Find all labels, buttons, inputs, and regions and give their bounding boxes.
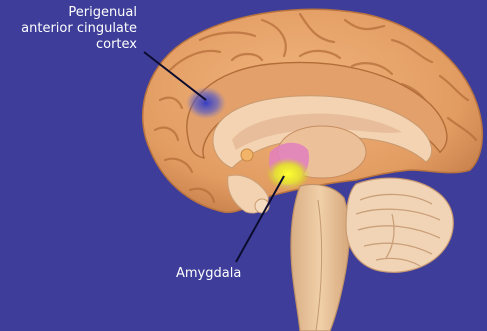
pacc-highlight xyxy=(186,87,226,119)
pacc-label-line-1: Perigenual xyxy=(21,5,137,21)
pacc-label-line-2: anterior cingulate xyxy=(21,21,137,37)
amygdala-label: Amygdala xyxy=(176,266,241,282)
pacc-label-line-3: cortex xyxy=(21,37,137,53)
pacc-label: Perigenual anterior cingulate cortex xyxy=(21,5,137,53)
anterior-nucleus xyxy=(241,149,253,161)
